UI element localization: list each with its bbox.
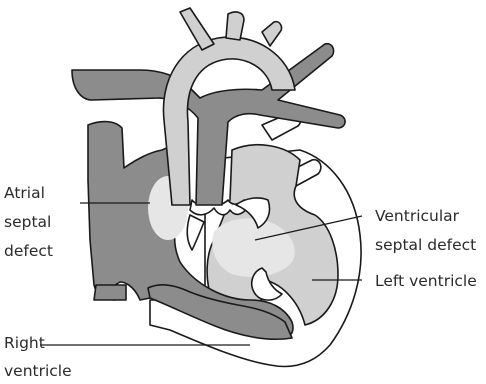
label-atrial-line-2: septal [4,213,51,231]
aortic-branch-2 [226,12,244,40]
label-right-ventricle: Right ventricle [4,334,72,380]
label-atrial-line-3: defect [4,242,53,260]
label-left-ventricle: Left ventricle [375,272,477,290]
label-ventricular-septal-defect: Ventricular septal defect [375,207,476,254]
label-atrial-septal-defect: Atrial septal defect [4,184,56,260]
label-right-line-1: Right [4,334,45,352]
aortic-branch-1 [180,8,214,50]
label-ventricular-line-1: Ventricular [375,207,460,225]
label-ventricular-line-2: septal defect [375,236,476,254]
right-septal-fold [187,215,204,250]
label-right-line-2: ventricle [4,362,72,380]
inferior-vena-cava [94,285,126,300]
aortic-branch-3 [262,22,282,46]
label-atrial-line-1: Atrial [4,184,45,202]
